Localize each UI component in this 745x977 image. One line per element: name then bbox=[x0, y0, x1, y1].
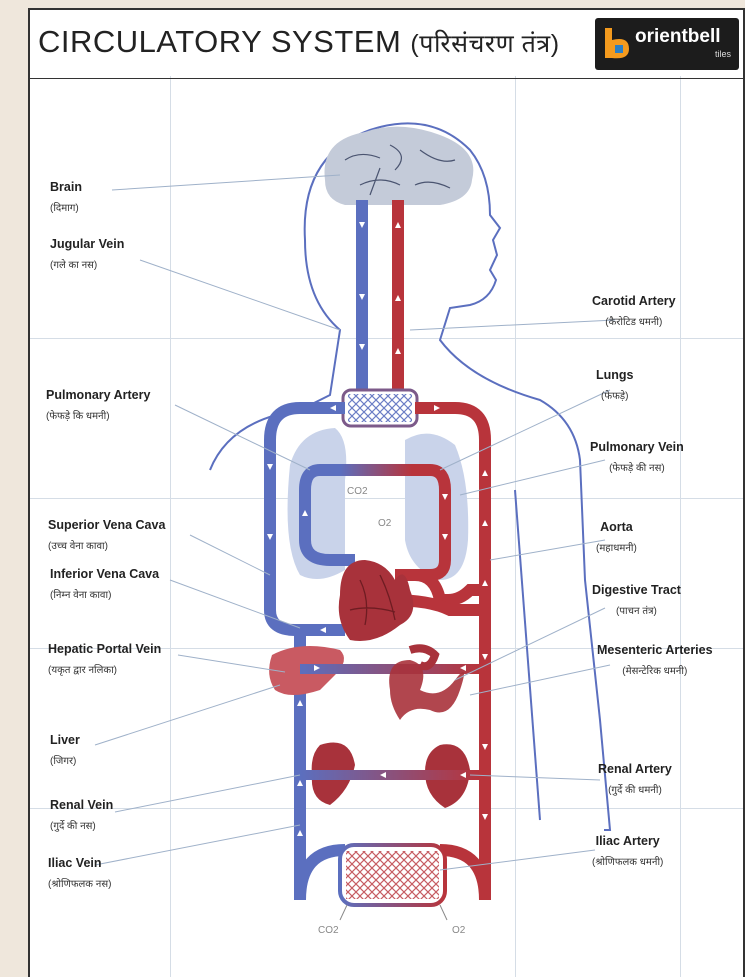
label-mesenteric-arteries: Mesenteric Arteries(मेसन्टेरिक धमनी) bbox=[597, 643, 713, 677]
label-lungs: Lungs(फेफड़े) bbox=[596, 368, 634, 402]
label-renal-vein: Renal Vein(गुर्दे की नस) bbox=[50, 798, 113, 832]
renal-vessels bbox=[300, 770, 480, 780]
gas-co2-lung: CO2 bbox=[347, 486, 368, 497]
label-jugular-vein: Jugular Vein(गले का नस) bbox=[50, 237, 124, 271]
lung-capillary bbox=[340, 464, 412, 476]
descending-aorta bbox=[479, 440, 491, 900]
gas-co2-body: CO2 bbox=[318, 925, 339, 936]
label-superior-vena-cava: Superior Vena Cava(उच्च वेना कावा) bbox=[48, 518, 165, 552]
label-aorta: Aorta(महाधमनी) bbox=[596, 520, 637, 554]
label-digestive-tract: Digestive Tract(पाचन तंत्र) bbox=[592, 583, 681, 617]
label-iliac-artery: Iliac Artery(श्रोणिफलक धमनी) bbox=[592, 834, 663, 868]
label-carotid-artery: Carotid Artery(कैरोटिड धमनी) bbox=[592, 294, 676, 328]
leader-lines bbox=[95, 175, 615, 870]
gas-o2-lung: O2 bbox=[378, 518, 391, 529]
label-pulmonary-artery: Pulmonary Artery(फेफड़े कि धमनी) bbox=[46, 388, 150, 422]
label-brain: Brain(दिमाग) bbox=[50, 180, 82, 214]
label-liver: Liver(जिगर) bbox=[50, 733, 80, 767]
hepatic-portal-vein bbox=[300, 664, 480, 674]
right-lung bbox=[405, 434, 468, 580]
label-inferior-vena-cava: Inferior Vena Cava(निम्न वेना कावा) bbox=[50, 567, 159, 601]
gas-o2-body: O2 bbox=[452, 925, 465, 936]
label-renal-artery: Renal Artery(गुर्दे की धमनी) bbox=[598, 762, 672, 796]
label-pulmonary-vein: Pulmonary Vein(फेफड़े की नस) bbox=[590, 440, 684, 474]
label-hepatic-portal-vein: Hepatic Portal Vein(यकृत द्वार नलिका) bbox=[48, 642, 161, 676]
label-iliac-vein: Iliac Vein(श्रोणिफलक नस) bbox=[48, 856, 111, 890]
body-arm-line bbox=[515, 490, 540, 820]
